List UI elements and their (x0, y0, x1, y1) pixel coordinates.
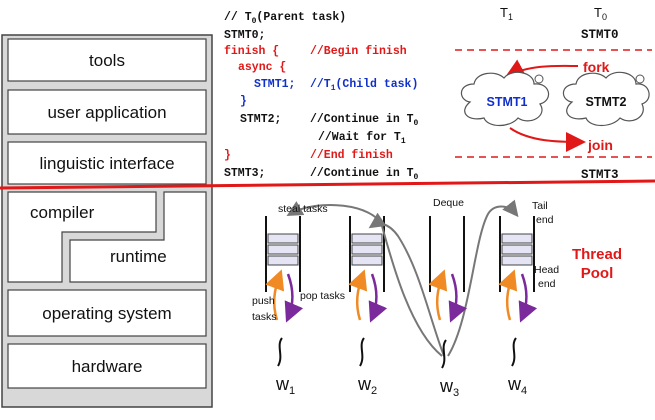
deque-label: Deque (433, 197, 464, 209)
software-stack: tools user application linguistic interf… (1, 34, 213, 408)
linguistic-interface-label: linguistic interface (39, 154, 174, 173)
join-arrow (509, 127, 586, 152)
hardware-label: hardware (72, 357, 143, 376)
code-stmt0: STMT0; (224, 29, 265, 42)
code-comment-parent: // T0(Parent task) (224, 11, 346, 26)
code-async: async { (238, 61, 286, 74)
pop-arrow-w1 (284, 273, 304, 323)
join-label: join (587, 137, 613, 153)
runtime-label: runtime (110, 247, 167, 266)
deque-w2 (349, 216, 385, 292)
thread-pool: steal tasks Deque Tail end Head end push… (252, 197, 622, 399)
linguistic-interface-layer (7, 141, 207, 185)
push-label: push (252, 295, 275, 307)
task-stmt1: STMT1 (487, 95, 528, 109)
push-arrow-w1 (265, 269, 285, 321)
deque-w3 (429, 216, 465, 292)
worker-thread-w2-icon (359, 337, 365, 367)
code-close-async: } (240, 95, 247, 108)
worker-thread-w1-icon (277, 337, 283, 367)
worker-w1-label: w1 (275, 374, 295, 397)
pop-tasks-label: pop tasks (300, 290, 345, 302)
runtime-layer (69, 191, 207, 283)
deque-w4 (499, 216, 535, 292)
tools-label: tools (89, 51, 125, 70)
fork-label: fork (583, 59, 610, 75)
code-wait-t1: //Wait for T1 (318, 131, 406, 146)
t0-header: T0 (594, 5, 607, 22)
task-stmt0: STMT0 (581, 28, 619, 42)
code-stmt3: STMT3; (224, 167, 265, 180)
code-child-task: //T1(Child task) (310, 78, 418, 93)
worker-w3-label: w3 (439, 376, 459, 399)
steal-tasks-label: steal tasks (278, 203, 328, 215)
code-end-finish: //End finish (310, 149, 393, 162)
worker-thread-w4-icon (511, 337, 517, 367)
pool-label: Pool (581, 265, 614, 282)
push-arrow-w4 (498, 269, 518, 321)
task-stmt2: STMT2 (586, 95, 627, 109)
compiler-label: compiler (30, 203, 95, 222)
code-stmt1: STMT1; (254, 78, 295, 91)
head-label: Head (534, 264, 559, 276)
code-listing: // T0(Parent task) STMT0; finish { //Beg… (224, 11, 419, 182)
thread-label: Thread (572, 246, 622, 263)
tools-layer (7, 38, 207, 82)
stmt1-cloud (460, 71, 550, 127)
stmt2-thread-knot-icon (635, 74, 645, 84)
stmt1-thread-knot-icon (534, 74, 544, 84)
push-arrow-w2 (348, 269, 368, 321)
pop-arrow-w2 (368, 273, 388, 323)
code-finish: finish { (224, 45, 279, 58)
user-application-label: user application (47, 103, 166, 122)
steal-arrow-from-w4 (447, 199, 519, 357)
task-stmt3: STMT3 (581, 168, 619, 182)
pop-arrow-w3 (448, 273, 468, 323)
code-continue-t0: //Continue in T0 (310, 113, 419, 128)
operating-system-layer (7, 289, 207, 337)
tail-label: Tail (532, 200, 548, 212)
user-application-layer (7, 89, 207, 135)
worker-thread-w3-icon (441, 339, 447, 369)
hardware-layer (7, 343, 207, 389)
deque-w1 (265, 216, 301, 292)
compiler-layer (7, 191, 157, 283)
code-close-finish: } (224, 149, 231, 162)
steal-arrow-from-w2 (368, 212, 445, 357)
code-continue-t0-b: //Continue in T0 (310, 167, 419, 182)
worker-w2-label: w2 (357, 374, 377, 397)
pop-arrow-w4 (518, 273, 538, 323)
worker-w4-label: w4 (507, 374, 527, 397)
stmt2-cloud (562, 71, 650, 127)
task-graph: T1 T0 STMT0 fork STMT1 STMT2 join STMT3 (455, 5, 652, 182)
t1-header: T1 (500, 5, 513, 22)
code-begin-finish: //Begin finish (310, 45, 407, 58)
operating-system-label: operating system (42, 304, 171, 323)
push-arrow-w3 (428, 269, 448, 321)
code-stmt2: STMT2; (240, 113, 281, 126)
section-divider (0, 179, 655, 190)
head-end-label: end (538, 278, 556, 290)
tail-end-label: end (536, 214, 554, 226)
push-tasks-label: tasks (252, 311, 277, 323)
